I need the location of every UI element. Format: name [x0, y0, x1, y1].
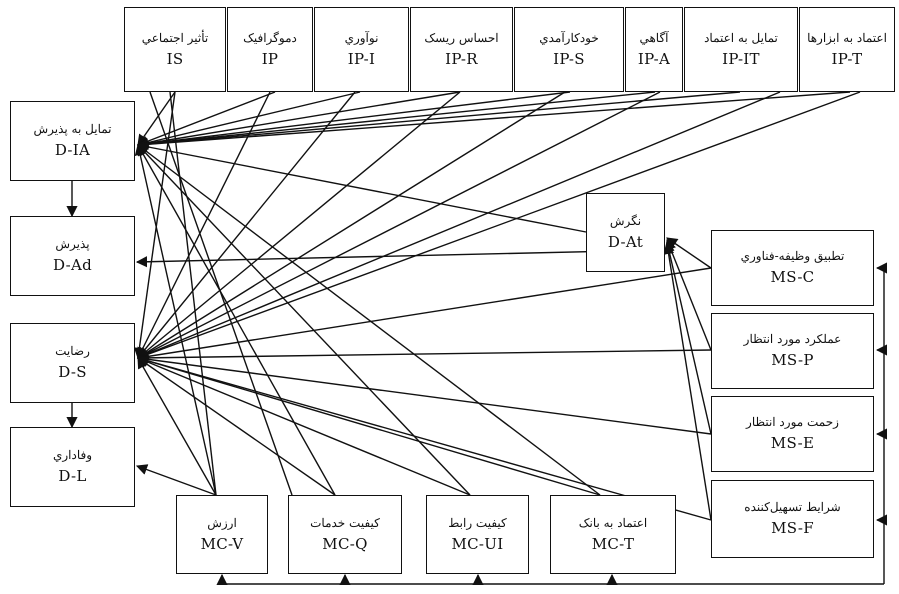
- node-mc-ui-label: کيفيت رابط: [448, 515, 507, 530]
- node-ms-p-code: MS-P: [771, 351, 814, 369]
- node-d-s-label: رضايت: [55, 344, 90, 358]
- node-d-l-label: وفاداري: [52, 448, 93, 462]
- node-ip-t-code: IP-T: [831, 49, 863, 68]
- node-mc-q-code: MC-Q: [322, 534, 368, 553]
- node-ip-t-label: اعتماد به ابزارها: [807, 30, 887, 45]
- node-ip-s-code: IP-S: [553, 49, 585, 68]
- node-mc-t: اعتماد به بانک MC-T: [550, 495, 676, 574]
- edge-10: [137, 91, 356, 359]
- edge-24: [136, 356, 471, 496]
- node-ms-f-label: شرايط تسهيل‌کننده: [744, 500, 841, 514]
- edge-21: [137, 144, 601, 496]
- node-d-ad: پذيرش D-Ad: [10, 216, 135, 296]
- edge-3: [136, 91, 461, 149]
- edge-1: [136, 91, 276, 147]
- node-ms-p-label: عملکرد مورد انتظار: [743, 332, 842, 346]
- node-mc-q: کيفيت خدمات MC-Q: [288, 495, 402, 574]
- edge-5: [136, 91, 656, 150]
- node-ip-a: آگاهي IP-A: [625, 7, 683, 92]
- edge-22: [137, 357, 217, 496]
- node-ms-e: زحمت مورد انتظار MS-E: [711, 396, 874, 472]
- edge-7: [136, 91, 851, 150]
- node-d-at-code: D-At: [607, 232, 644, 251]
- node-mc-q-label: کيفيت خدمات: [310, 515, 380, 530]
- edge-29: [665, 238, 712, 351]
- node-d-l-code: D-L: [58, 467, 87, 485]
- edge-33: [136, 349, 712, 364]
- node-mc-ui-code: MC-UI: [451, 534, 504, 553]
- node-ip-r-label: احساس ريسک: [424, 30, 499, 45]
- node-is: تأثير اجتماعي IS: [124, 7, 226, 92]
- node-ip-label: دموگرافيک: [243, 30, 297, 45]
- node-mc-t-label: اعتماد به بانک: [578, 515, 648, 530]
- node-ms-c-label: تطبيق وظيفه-فناوري: [740, 249, 845, 263]
- node-ip-i-label: نوآوري: [344, 30, 379, 45]
- node-mc-ui: کيفيت رابط MC-UI: [426, 495, 529, 574]
- node-mc-v: ارزش MC-V: [176, 495, 268, 574]
- node-ip-s-label: خودکارآمدي: [539, 30, 599, 45]
- edge-20: [137, 144, 471, 496]
- node-is-code: IS: [166, 49, 184, 68]
- edge-38: [135, 464, 217, 496]
- node-d-at-label: نگرش: [609, 213, 642, 228]
- node-ip-it: تمايل به اعتماد IP-IT: [684, 7, 798, 92]
- node-ip-t: اعتماد به ابزارها IP-T: [799, 7, 895, 92]
- node-ms-c: تطبيق وظيفه-فناوري MS-C: [711, 230, 874, 306]
- node-ip-i-code: IP-I: [347, 49, 376, 68]
- node-ip-it-label: تمايل به اعتماد: [704, 30, 778, 45]
- node-ms-f-code: MS-F: [771, 519, 814, 537]
- edge-13: [137, 91, 661, 359]
- node-d-l: وفاداري D-L: [10, 427, 135, 507]
- node-d-ad-code: D-Ad: [52, 256, 92, 274]
- edge-19: [137, 144, 336, 496]
- node-d-ia-label: تمايل به پذيرش: [33, 122, 112, 136]
- edge-35: [136, 355, 712, 521]
- node-d-at: نگرش D-At: [586, 193, 665, 272]
- node-ip-r-code: IP-R: [445, 49, 478, 68]
- edge-6: [136, 91, 741, 150]
- edge-11: [137, 91, 461, 359]
- node-mc-t-code: MC-T: [591, 534, 635, 553]
- edge-15: [136, 91, 861, 360]
- edge-18: [134, 143, 217, 496]
- edge-14: [136, 91, 781, 360]
- node-mc-v-code: MC-V: [200, 534, 244, 553]
- node-d-ia-code: D-IA: [54, 141, 91, 159]
- edge-28: [666, 237, 712, 269]
- edge-27: [135, 249, 661, 268]
- edge-32: [136, 267, 712, 362]
- edge-31: [663, 242, 712, 521]
- node-d-ia: تمايل به پذيرش D-IA: [10, 101, 135, 181]
- edge-34: [136, 353, 712, 435]
- edge-9: [137, 91, 271, 360]
- node-ms-e-label: زحمت مورد انتظار: [746, 415, 839, 429]
- edge-16: [169, 91, 217, 496]
- edge-25: [136, 355, 601, 496]
- node-d-s-code: D-S: [58, 363, 87, 381]
- node-mc-v-label: ارزش: [207, 515, 237, 530]
- node-ip-it-code: IP-IT: [722, 49, 760, 68]
- node-ms-c-code: MS-C: [770, 268, 815, 286]
- edge-26: [136, 141, 587, 233]
- node-ip-a-code: IP-A: [637, 49, 671, 68]
- node-ip: دموگرافيک IP: [227, 7, 313, 92]
- node-ip-s: خودکارآمدي IP-S: [514, 7, 624, 92]
- edge-4: [136, 91, 571, 150]
- node-ip-a-label: آگاهي: [639, 30, 669, 45]
- edge-12: [137, 91, 566, 359]
- node-ms-p: عملکرد مورد انتظار MS-P: [711, 313, 874, 389]
- node-d-ad-label: پذيرش: [55, 237, 90, 251]
- node-ms-e-code: MS-E: [770, 434, 815, 452]
- edge-23: [137, 357, 336, 496]
- node-ip-r: احساس ريسک IP-R: [410, 7, 513, 92]
- node-is-label: تأثير اجتماعي: [141, 30, 209, 45]
- node-ms-f: شرايط تسهيل‌کننده MS-F: [711, 480, 874, 558]
- node-ip-i: نوآوري IP-I: [314, 7, 409, 92]
- node-ip-code: IP: [261, 49, 279, 68]
- node-d-s: رضايت D-S: [10, 323, 135, 403]
